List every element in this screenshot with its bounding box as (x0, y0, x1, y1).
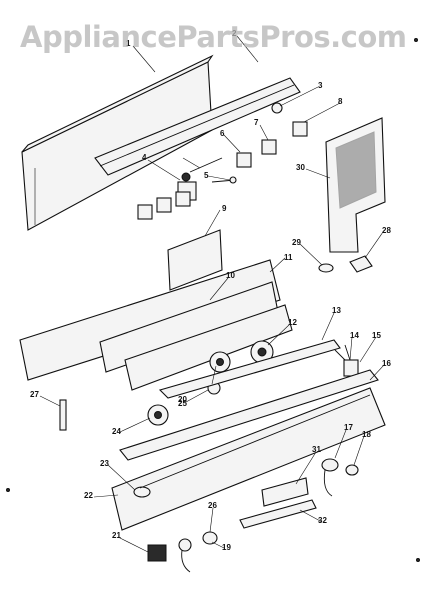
scan-marks (6, 38, 420, 562)
part-bracket-strip (239, 477, 317, 529)
part-top-rail (94, 77, 301, 176)
callout-29: 29 (292, 238, 301, 247)
callout-8: 8 (338, 97, 343, 106)
callout-13: 13 (332, 306, 341, 315)
part-vent-bracket (325, 117, 386, 253)
callout-3: 3 (318, 81, 323, 90)
callout-1: 1 (126, 39, 131, 48)
callout-10: 10 (226, 271, 235, 280)
callout-6: 6 (220, 129, 225, 138)
callout-31: 31 (312, 445, 321, 454)
callout-15: 15 (372, 331, 381, 340)
part-lamp-socket (334, 344, 359, 377)
part-control-panel (19, 259, 293, 391)
callout-14: 14 (350, 331, 359, 340)
callout-32: 32 (318, 516, 327, 525)
callout-22: 22 (84, 491, 93, 500)
part-thermostat (321, 458, 359, 497)
part-upper-buttons (236, 102, 308, 168)
callout-30: 30 (296, 163, 305, 172)
callout-16: 16 (382, 359, 391, 368)
part-rod (59, 399, 67, 431)
callout-9: 9 (222, 204, 227, 213)
callout-18: 18 (362, 430, 371, 439)
callout-5: 5 (204, 171, 209, 180)
callout-28: 28 (382, 226, 391, 235)
callout-labels: 1 2 3 4 5 6 7 8 9 10 11 12 13 14 15 16 1… (30, 29, 391, 552)
part-control-overlay (167, 229, 223, 291)
part-small-plates (318, 255, 373, 273)
callout-12: 12 (288, 318, 297, 327)
callout-17: 17 (344, 423, 353, 432)
callout-7: 7 (254, 118, 259, 127)
part-lower-buttons (137, 191, 191, 220)
callout-21: 21 (112, 531, 121, 540)
callout-25: 25 (178, 399, 187, 408)
leader-lines (39, 35, 385, 553)
callout-26: 26 (208, 501, 217, 510)
part-front-panel (111, 369, 386, 531)
part-bottom-items (147, 531, 218, 573)
callout-27: 27 (30, 390, 39, 399)
callout-24: 24 (112, 427, 121, 436)
callout-2: 2 (232, 29, 237, 38)
callout-23: 23 (100, 459, 109, 468)
callout-4: 4 (142, 153, 147, 162)
callout-20: 20 (178, 395, 187, 404)
callout-19: 19 (222, 543, 231, 552)
part-trim-strip (158, 339, 341, 399)
callout-11: 11 (284, 253, 293, 262)
